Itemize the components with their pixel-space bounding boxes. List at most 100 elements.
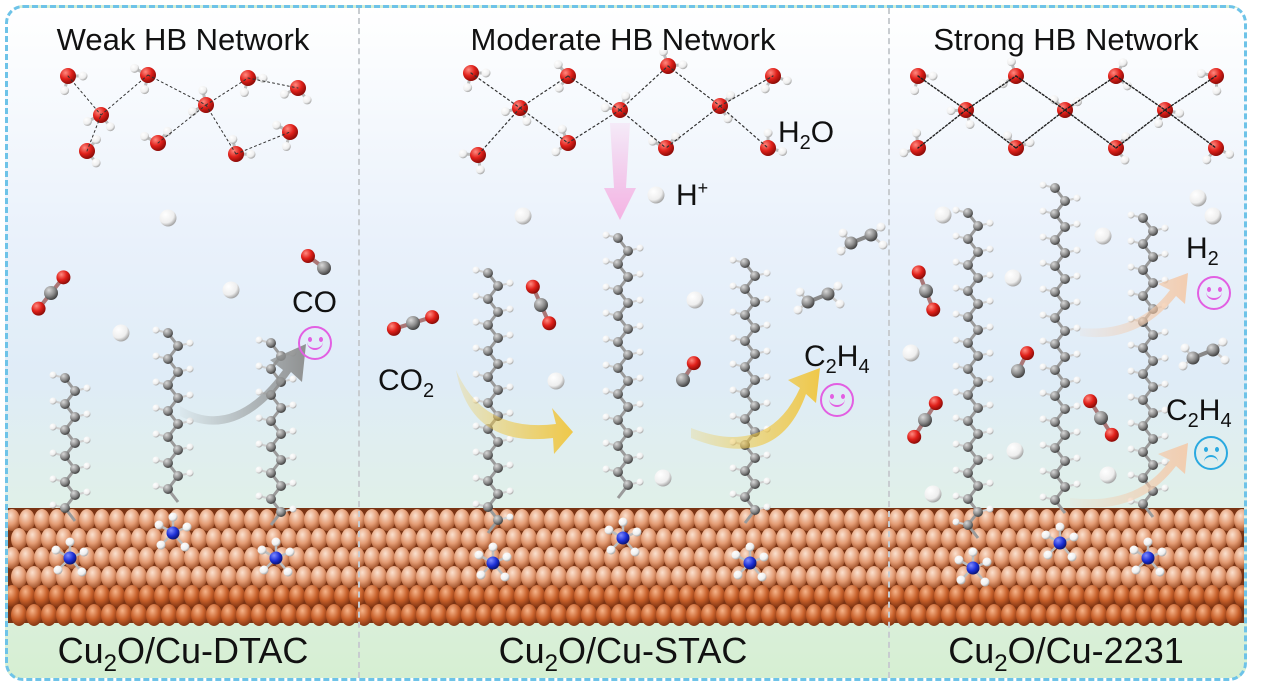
cu-atom <box>1226 604 1242 626</box>
cu-atom <box>851 528 867 550</box>
carbon-atom <box>973 247 983 257</box>
carbon-atom <box>613 415 623 425</box>
carbon-atom <box>483 320 493 330</box>
hydrogen-atom <box>553 60 563 70</box>
cu-atom <box>694 509 710 531</box>
hydrogen-atom <box>1161 250 1169 258</box>
cu-atom <box>994 585 1010 607</box>
hydrogen-bond <box>247 77 299 89</box>
hydrogen-atom <box>472 448 480 456</box>
cu-atom <box>1031 566 1047 588</box>
hydrogen-atom <box>140 85 150 95</box>
cu-atom <box>446 566 462 588</box>
carbon-atom <box>1050 339 1060 349</box>
h-plus-arrow-body <box>604 123 636 220</box>
cu-atom <box>521 604 537 626</box>
carbon-atom <box>70 438 80 448</box>
cu-atom <box>349 547 365 569</box>
hydrogen-atom <box>671 132 681 142</box>
cu-atom <box>341 604 357 626</box>
hydrogen-bond <box>1115 109 1166 149</box>
hydrogen-atom <box>474 550 484 560</box>
cu-atom <box>1091 566 1107 588</box>
hydrogen-atom <box>1039 467 1047 475</box>
cu-atom <box>776 566 792 588</box>
carbon-atom <box>1138 421 1148 431</box>
cu-atom <box>739 585 755 607</box>
hydrogen-atom <box>982 557 992 567</box>
carbon-atom <box>1060 300 1070 310</box>
oxygen-atom <box>31 301 46 316</box>
cu-atom <box>1106 566 1122 588</box>
cu-atom <box>1219 585 1235 607</box>
cu-atom <box>206 566 222 588</box>
hydrogen-atom <box>1006 442 1024 460</box>
smile-icon <box>1197 276 1231 310</box>
cu-atom <box>236 566 252 588</box>
cu-atom <box>199 585 215 607</box>
hydrogen-bond <box>965 75 1017 111</box>
carbon-atom <box>963 494 973 504</box>
hydrogen-atom <box>289 505 297 513</box>
cu-atom <box>101 528 117 550</box>
nitrogen-atom <box>743 556 757 570</box>
cu-atom <box>836 528 852 550</box>
cu-atom <box>364 547 380 569</box>
hydrogen-atom <box>130 63 140 73</box>
hydrogen-atom <box>1127 471 1135 479</box>
carbon-atom <box>973 325 983 335</box>
cu-atom <box>589 585 605 607</box>
cu-atom <box>334 547 350 569</box>
cu-atom <box>416 604 432 626</box>
cu-atom <box>41 566 57 588</box>
cu-atom <box>589 509 605 531</box>
carbon-atom <box>1060 352 1070 362</box>
panel-divider <box>358 8 360 678</box>
cu-atom <box>829 547 845 569</box>
cu-atom <box>229 509 245 531</box>
cu-atom <box>761 528 777 550</box>
hydrogen-atom <box>514 207 532 225</box>
cu-atom <box>176 566 192 588</box>
hydrogen-bond <box>100 74 149 116</box>
cu-atom <box>859 509 875 531</box>
cu-atom <box>79 585 95 607</box>
cu-atom <box>94 509 110 531</box>
hydrogen-atom <box>729 412 737 420</box>
cu-atom <box>656 604 672 626</box>
carbon-atom <box>1148 278 1158 288</box>
hydrogen-atom <box>168 512 178 522</box>
hydrogen-atom <box>500 572 510 582</box>
hydrogen-atom <box>1039 285 1047 293</box>
oxygen-atom <box>911 265 926 280</box>
carbon-atom <box>317 261 331 275</box>
cu-atom <box>844 509 860 531</box>
cu-atom <box>409 585 425 607</box>
oxygen-atom <box>686 356 701 371</box>
carbon-atom <box>1060 196 1070 206</box>
hydrogen-atom <box>636 244 644 252</box>
hydrogen-atom <box>910 86 920 96</box>
cu-atom <box>1181 604 1197 626</box>
hydrogen-atom <box>1073 220 1081 228</box>
cu-atom <box>424 585 440 607</box>
carbon-atom <box>483 398 493 408</box>
h2o-label: H2O <box>778 116 835 154</box>
cu-atom <box>686 528 702 550</box>
carbon-atom <box>1060 404 1070 414</box>
cu-atom <box>589 547 605 569</box>
cu-atom <box>191 528 207 550</box>
cu-atom <box>1196 604 1212 626</box>
cu-atom <box>551 528 567 550</box>
cu-atom <box>101 566 117 588</box>
hydrogen-atom <box>140 131 150 141</box>
cu-atom <box>394 585 410 607</box>
hydrogen-bond <box>235 131 291 155</box>
carbon-atom <box>613 389 623 399</box>
hydrogen-atom <box>1143 537 1153 547</box>
cu-atom <box>701 566 717 588</box>
hydrogen-atom <box>759 552 769 562</box>
hydrogen-atom <box>49 475 57 483</box>
cu-atom <box>806 528 822 550</box>
hydrogen-atom <box>745 542 755 552</box>
